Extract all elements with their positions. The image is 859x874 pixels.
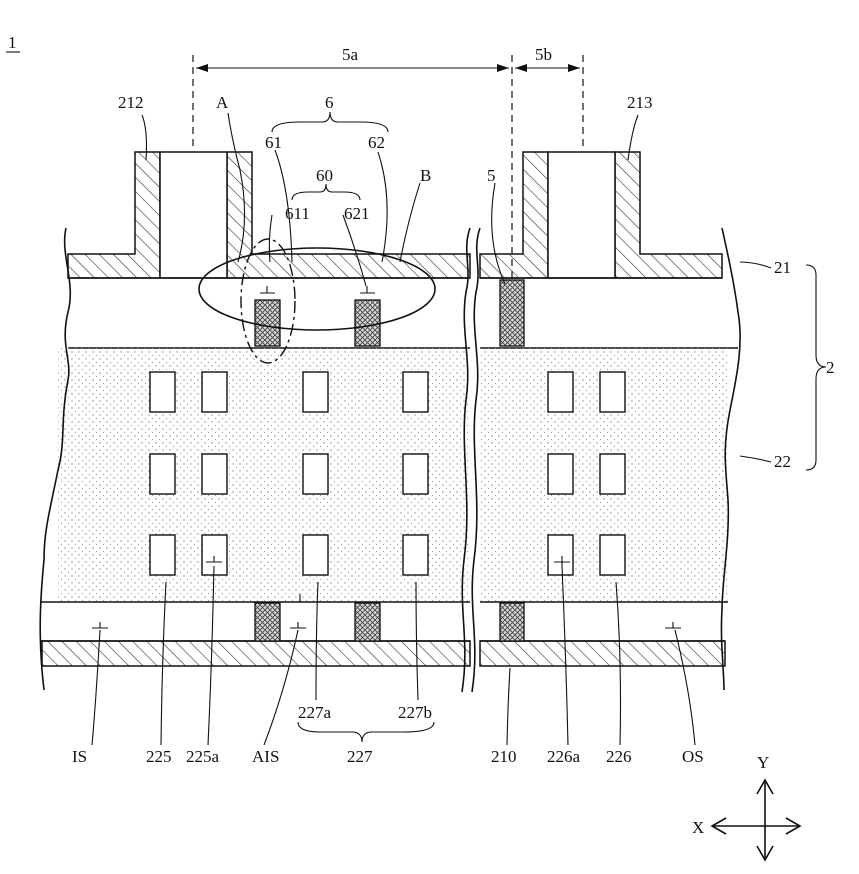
brace-227 (298, 722, 434, 742)
brace-60 (292, 184, 360, 200)
electrode-bottom-2 (355, 603, 380, 641)
brace-2 (806, 265, 826, 470)
label-213: 213 (627, 93, 653, 112)
axis-label-y: Y (757, 753, 769, 772)
label-611: 611 (285, 204, 310, 223)
label-226a: 226a (547, 747, 581, 766)
axis-indicator (712, 780, 800, 860)
dim-arrow-5b-right (568, 64, 580, 72)
label-61: 61 (265, 133, 282, 152)
label-OS: OS (682, 747, 704, 766)
label-227: 227 (347, 747, 373, 766)
label-5: 5 (487, 166, 496, 185)
electrode-bottom-1 (255, 603, 280, 641)
ridge-212-left-wall (68, 152, 160, 278)
brace-6 (272, 112, 388, 132)
axis-label-x: X (692, 818, 704, 837)
label-210: 210 (491, 747, 517, 766)
electrode-5 (500, 280, 524, 346)
label-B: B (420, 166, 431, 185)
ridge-213-right-wall (615, 152, 722, 278)
electrode-621 (355, 300, 380, 346)
dim-arrow-5a-left (196, 64, 208, 72)
label-21: 21 (774, 258, 791, 277)
dim-arrow-5a-right (497, 64, 509, 72)
label-60: 60 (316, 166, 333, 185)
label-227b: 227b (398, 703, 432, 722)
label-2: 2 (826, 358, 835, 377)
label-22: 22 (774, 452, 791, 471)
label-212: 212 (118, 93, 144, 112)
label-225a: 225a (186, 747, 220, 766)
label-226: 226 (606, 747, 632, 766)
label-5a: 5a (342, 45, 359, 64)
label-225: 225 (146, 747, 172, 766)
upper-layer-21 (68, 152, 722, 278)
label-5b: 5b (535, 45, 552, 64)
dim-arrow-5b-left (515, 64, 527, 72)
label-6: 6 (325, 93, 334, 112)
label-62: 62 (368, 133, 385, 152)
electrode-611 (255, 300, 280, 346)
bottom-layers (40, 603, 725, 666)
waveguide-strip (68, 278, 738, 348)
substrate-22 (40, 348, 728, 602)
label-IS: IS (72, 747, 87, 766)
label-AIS: AIS (252, 747, 279, 766)
ridge-213-core (548, 152, 615, 278)
label-227a: 227a (298, 703, 332, 722)
label-A: A (216, 93, 229, 112)
figure-number: 1 (8, 33, 17, 52)
electrode-210 (500, 603, 524, 641)
label-621: 621 (344, 204, 370, 223)
ridge-212-core (160, 152, 227, 278)
